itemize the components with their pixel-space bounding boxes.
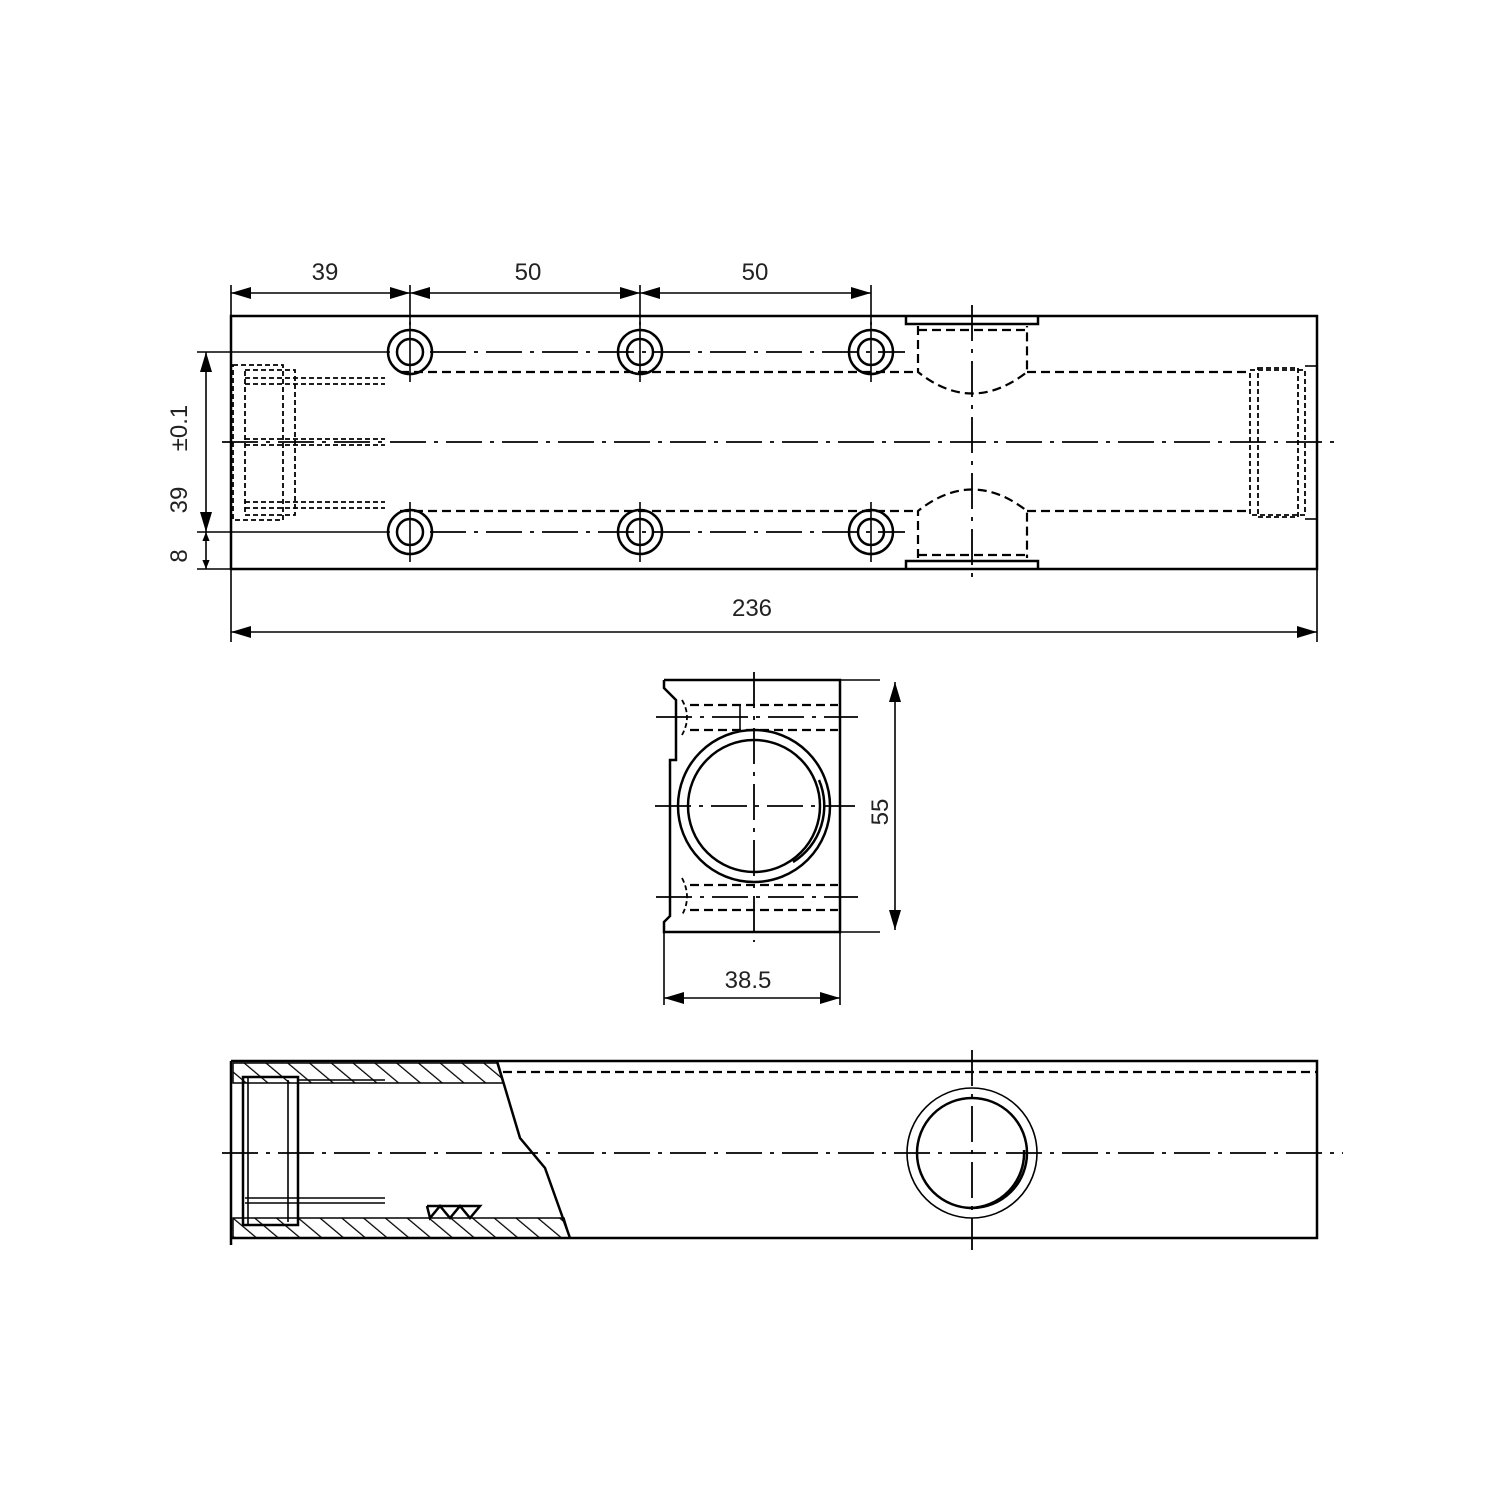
hole: [386, 502, 434, 562]
dim-tolerance: ±0.1: [166, 405, 193, 452]
mounting-holes: [386, 322, 895, 562]
top-view-dimensions: 39 50 50 236 39 ±0.1 8: [166, 259, 1318, 642]
top-view: 39 50 50 236 39 ±0.1 8: [166, 259, 1335, 642]
right-thread-hidden: [1249, 365, 1317, 520]
break-line: [495, 1060, 572, 1239]
hatched-wall-bottom: [232, 1217, 572, 1239]
cross-port-hidden: [904, 305, 1040, 582]
dim-50-b: 50: [742, 259, 769, 286]
dim-8: 8: [166, 549, 193, 562]
dim-55: 55: [867, 799, 894, 826]
surface-finish-symbol: [425, 1204, 483, 1221]
hole: [847, 502, 895, 562]
end-view: 38.5 55: [655, 672, 901, 1005]
dim-39-top: 39: [312, 259, 339, 286]
hole: [386, 322, 434, 382]
dim-38-5: 38.5: [725, 967, 772, 994]
hole: [616, 322, 664, 382]
side-section-view: [222, 1050, 1343, 1250]
dim-50-a: 50: [515, 259, 542, 286]
hole: [847, 322, 895, 382]
dim-236: 236: [732, 595, 772, 622]
left-thread-hidden: [232, 364, 385, 521]
dim-39-side: 39: [166, 487, 193, 514]
hole: [616, 502, 664, 562]
